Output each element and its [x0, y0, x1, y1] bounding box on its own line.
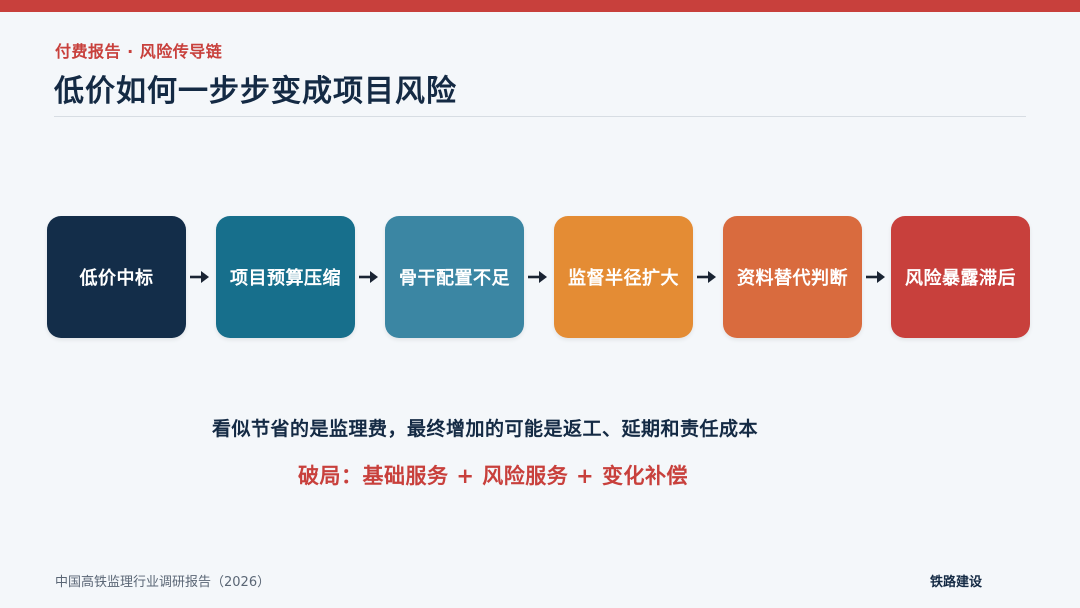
chain-step-label: 监督半径扩大: [568, 268, 679, 289]
summary-statement: 看似节省的是监理费，最终增加的可能是返工、延期和责任成本: [211, 418, 758, 440]
chain-step-2: 项目预算压缩: [216, 216, 355, 338]
chain-step-6: 风险暴露滞后: [891, 216, 1030, 338]
arrow-right-icon: [696, 267, 720, 287]
chain-step-4: 监督半径扩大: [554, 216, 693, 338]
chain-step-5: 资料替代判断: [723, 216, 862, 338]
arrow-right-icon: [865, 267, 889, 287]
chain-step-label: 资料替代判断: [737, 268, 848, 289]
solution-statement: 破局：基础服务 + 风险服务 + 变化补偿: [298, 464, 688, 488]
footer-brand: 铁路建设: [930, 575, 983, 590]
chain-step-3: 骨干配置不足: [385, 216, 524, 338]
arrow-right-icon: [527, 267, 551, 287]
chain-step-label: 风险暴露滞后: [905, 268, 1016, 289]
chain-step-label: 骨干配置不足: [399, 268, 510, 289]
section-eyebrow: 付费报告 · 风险传导链: [55, 42, 223, 61]
chain-step-label: 低价中标: [79, 268, 154, 289]
chain-step-1: 低价中标: [47, 216, 186, 338]
footer-source: 中国高铁监理行业调研报告（2026）: [55, 575, 271, 590]
title-divider: [54, 116, 1026, 117]
risk-chain: 低价中标 项目预算压缩 骨干配置不足 监督半径扩大 资料替代判断 风险暴露滞后: [47, 216, 1030, 338]
page-title: 低价如何一步步变成项目风险: [54, 74, 457, 109]
top-accent-bar: [0, 0, 1080, 12]
chain-step-label: 项目预算压缩: [230, 268, 341, 289]
arrow-right-icon: [189, 267, 213, 287]
arrow-right-icon: [358, 267, 382, 287]
